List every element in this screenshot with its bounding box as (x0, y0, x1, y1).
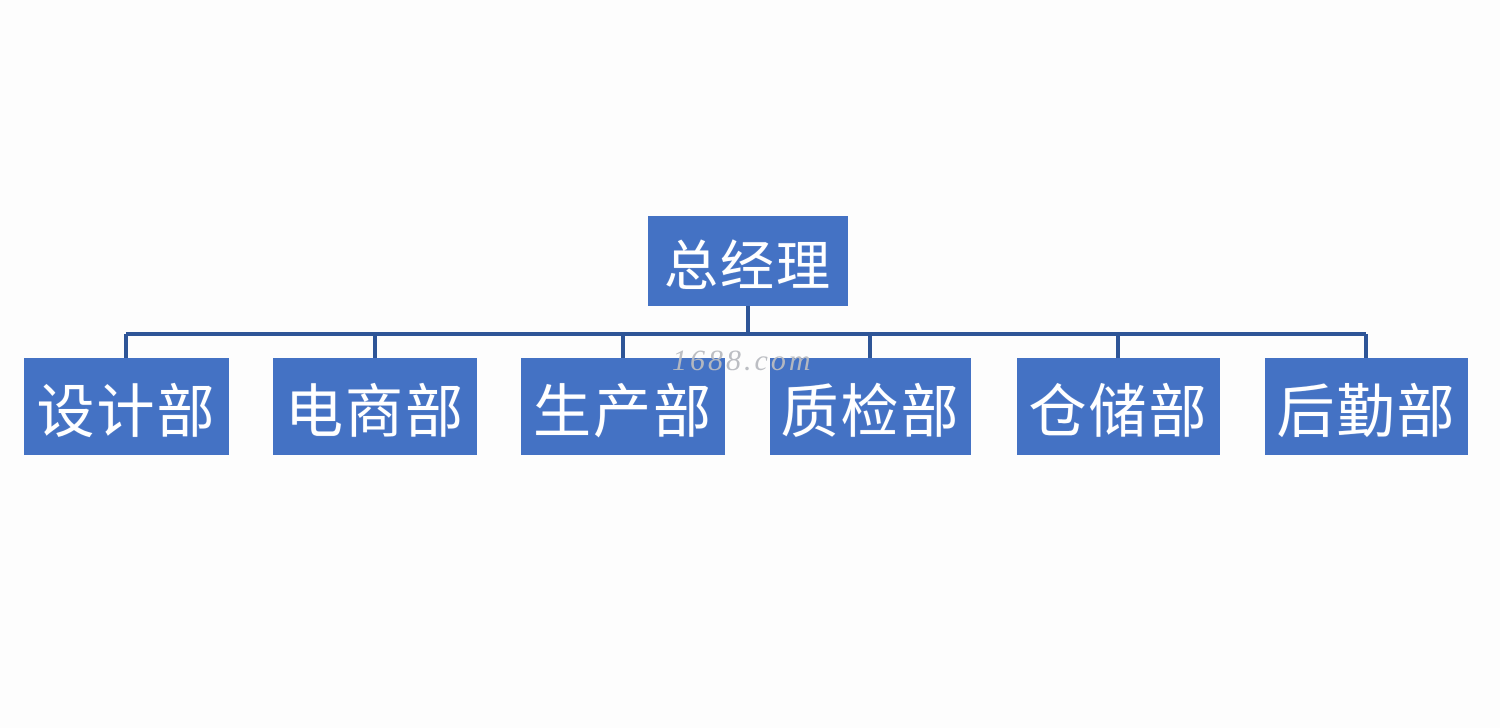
org-node-logistics-label: 后勤部 (1276, 379, 1457, 445)
org-node-warehouse-label: 仓储部 (1028, 379, 1209, 445)
org-node-root-label: 总经理 (664, 236, 832, 297)
org-node-design-label: 设计部 (36, 379, 217, 445)
org-node-production-label: 生产部 (532, 379, 713, 445)
org-node-quality-inspection-label: 质检部 (780, 379, 961, 445)
org-node-production[interactable]: 生产部 (521, 358, 725, 455)
org-node-quality-inspection[interactable]: 质检部 (770, 358, 971, 455)
org-node-ecommerce[interactable]: 电商部 (273, 358, 477, 455)
org-node-root[interactable]: 总经理 (648, 216, 848, 306)
org-node-warehouse[interactable]: 仓储部 (1017, 358, 1220, 455)
org-node-ecommerce-label: 电商部 (284, 379, 465, 445)
org-node-logistics[interactable]: 后勤部 (1265, 358, 1468, 455)
org-node-design[interactable]: 设计部 (24, 358, 229, 455)
